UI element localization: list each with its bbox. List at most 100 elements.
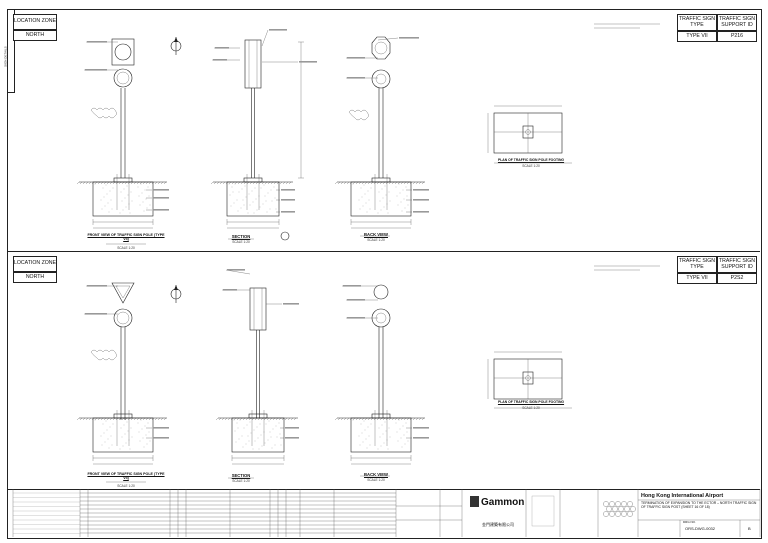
- callout-text-placeholder: [347, 57, 365, 59]
- footing-stipple: [110, 199, 112, 201]
- footing-stipple: [266, 211, 268, 213]
- bottom-back-scale: SCALE 1:20: [367, 478, 385, 482]
- airport-logo-dot: [615, 501, 621, 507]
- footing-stipple: [237, 427, 239, 429]
- revision-cloud: [90, 349, 117, 361]
- footing-stipple: [264, 195, 266, 197]
- footing-stipple: [382, 433, 384, 435]
- callout-text-placeholder: [413, 199, 429, 201]
- footing-stipple: [142, 201, 144, 203]
- footing-stipple: [381, 188, 383, 190]
- sign-inner-circle: [116, 311, 130, 325]
- ground-hatch: [112, 181, 116, 185]
- ground-hatch: [415, 417, 419, 421]
- ground-hatch: [154, 417, 158, 421]
- ground-hatch: [337, 417, 341, 421]
- ground-hatch: [121, 417, 125, 421]
- footing-stipple: [388, 191, 390, 193]
- footing-stipple: [237, 210, 239, 212]
- footing-stipple: [256, 209, 258, 211]
- footing-stipple: [105, 184, 107, 186]
- footing-stipple: [144, 425, 146, 427]
- top-front-scale: SCALE 1:20: [117, 246, 135, 250]
- airport-logo-dot: [624, 506, 630, 512]
- footing-stipple: [382, 197, 384, 199]
- footing-stipple: [256, 426, 258, 428]
- ground-hatch: [394, 181, 398, 185]
- sign-section-bracket: [244, 39, 262, 89]
- footing-stipple: [146, 207, 148, 209]
- footing-stipple: [267, 192, 269, 194]
- footing-stipple: [121, 436, 123, 438]
- ground-hatch: [337, 181, 341, 185]
- callout-text-placeholder: [153, 209, 169, 211]
- footing-stipple: [240, 207, 242, 209]
- sign-section-bracket: [249, 287, 267, 331]
- footing-stipple: [395, 186, 397, 188]
- footing-stipple: [253, 212, 255, 214]
- ground-hatch: [266, 417, 270, 421]
- ground-hatch: [406, 417, 410, 421]
- footing-stipple: [230, 205, 232, 207]
- ground-hatch: [418, 417, 422, 421]
- airport-logo-dot: [609, 511, 615, 517]
- footing-stipple: [234, 430, 236, 432]
- ground-hatch: [248, 417, 252, 421]
- footing-stipple: [379, 436, 381, 438]
- ground-hatch: [222, 181, 226, 185]
- ground-hatch: [94, 417, 98, 421]
- footing-stipple: [403, 198, 405, 200]
- footing-stipple: [100, 199, 102, 201]
- ground-hatch: [91, 181, 95, 185]
- footing-stipple: [387, 448, 389, 450]
- footing-stipple: [401, 210, 403, 212]
- footing-stipple: [245, 196, 247, 198]
- footing-stipple: [104, 441, 106, 443]
- ground-hatch: [412, 417, 416, 421]
- footing-stipple: [383, 206, 385, 208]
- footing-stipple: [126, 185, 128, 187]
- footing-stipple: [142, 437, 144, 439]
- footing-stipple: [361, 196, 363, 198]
- footing-stipple: [275, 208, 277, 210]
- ground-hatch: [231, 181, 235, 185]
- leader-line: [261, 29, 269, 47]
- footing-stipple: [360, 187, 362, 189]
- footing-stipple: [387, 212, 389, 214]
- footing-stipple: [138, 431, 140, 433]
- ground-hatch: [106, 181, 110, 185]
- callout-text-placeholder: [153, 437, 169, 439]
- ground-hatch: [103, 417, 107, 421]
- ground-hatch: [91, 417, 95, 421]
- footing-stipple: [254, 440, 256, 442]
- ground-hatch: [236, 417, 240, 421]
- ground-hatch: [288, 181, 292, 185]
- bottom-support-id-value: P2S2: [717, 273, 757, 284]
- footing-stipple: [264, 442, 266, 444]
- client-name: Hong Kong International Airport: [641, 493, 724, 499]
- callout-text-placeholder: [299, 61, 317, 63]
- footing-stipple: [235, 441, 237, 443]
- section-marker: [280, 231, 290, 241]
- ground-hatch: [121, 181, 125, 185]
- footing-stipple: [245, 443, 247, 445]
- ground-hatch: [352, 417, 356, 421]
- footing-stipple: [249, 421, 251, 423]
- ground-hatch: [94, 181, 98, 185]
- airport-logo-dot: [630, 506, 636, 512]
- sign-face-circle: [114, 43, 132, 61]
- footing-stipple: [124, 433, 126, 435]
- footing-stipple: [143, 210, 145, 212]
- footing-stipple: [125, 442, 127, 444]
- sign-plate-top: [111, 38, 135, 66]
- revision: B: [748, 526, 751, 531]
- footing-stipple: [384, 185, 386, 187]
- footing-stipple: [271, 447, 273, 449]
- footing-stipple: [252, 201, 254, 203]
- footing-stipple: [108, 447, 110, 449]
- ground-hatch: [216, 181, 220, 185]
- footing-stipple: [139, 440, 141, 442]
- footing-stipple: [364, 193, 366, 195]
- ground-hatch: [260, 417, 264, 421]
- footing-stipple: [102, 423, 104, 425]
